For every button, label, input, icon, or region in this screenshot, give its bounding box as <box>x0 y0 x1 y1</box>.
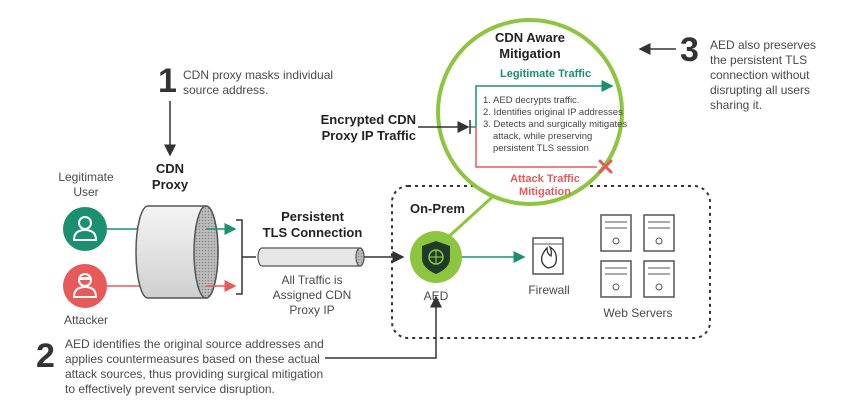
web-servers-label: Web Servers <box>603 306 673 320</box>
attack-branch <box>475 127 597 168</box>
attacker-icon <box>63 264 107 308</box>
step2-number: 2 <box>36 337 55 375</box>
step3-text: AED also preserves the persistent TLS co… <box>710 38 817 112</box>
mitigation-title: CDN Aware Mitigation <box>494 30 566 61</box>
all-traffic-label: All Traffic is Assigned CDN Proxy IP <box>272 273 352 317</box>
cdn-proxy-cylinder <box>135 205 219 299</box>
firewall-label: Firewall <box>528 283 570 297</box>
mitigation-connector <box>443 188 502 242</box>
firewall-icon <box>532 237 564 275</box>
mitigation-circle <box>436 18 624 206</box>
step1-text: CDN proxy masks individual source addres… <box>183 68 334 97</box>
step2-arrow <box>325 295 442 359</box>
persistent-tls-label: Persistent TLS Connection <box>262 209 363 240</box>
legit-traffic-label: Legitimate Traffic <box>500 68 592 80</box>
merge-bracket <box>236 219 256 295</box>
legit-user-icon <box>63 207 107 251</box>
cdn-proxy-label: CDN Proxy <box>151 161 189 192</box>
step3-number: 3 <box>680 31 699 69</box>
attack-mitigation-label: Attack Traffic Mitigation <box>510 173 580 198</box>
onprem-label: On-Prem <box>410 201 465 216</box>
tls-pipe <box>257 247 365 267</box>
step2-text: AED identifies the original source addre… <box>65 337 324 396</box>
legit-branch <box>470 80 614 128</box>
legit-user-label: Legitimate User <box>58 170 114 199</box>
mitigation-steps: 1. AED decrypts traffic. 2. Identifies o… <box>483 95 628 154</box>
encrypted-traffic-label: Encrypted CDN Proxy IP Traffic <box>320 112 416 143</box>
attacker-label: Attacker <box>63 313 108 327</box>
aed-shield-icon <box>410 231 462 283</box>
web-server-icons <box>600 214 675 298</box>
step1-number: 1 <box>158 62 177 100</box>
block-x-icon <box>598 159 613 174</box>
aed-label: AED <box>423 289 449 303</box>
